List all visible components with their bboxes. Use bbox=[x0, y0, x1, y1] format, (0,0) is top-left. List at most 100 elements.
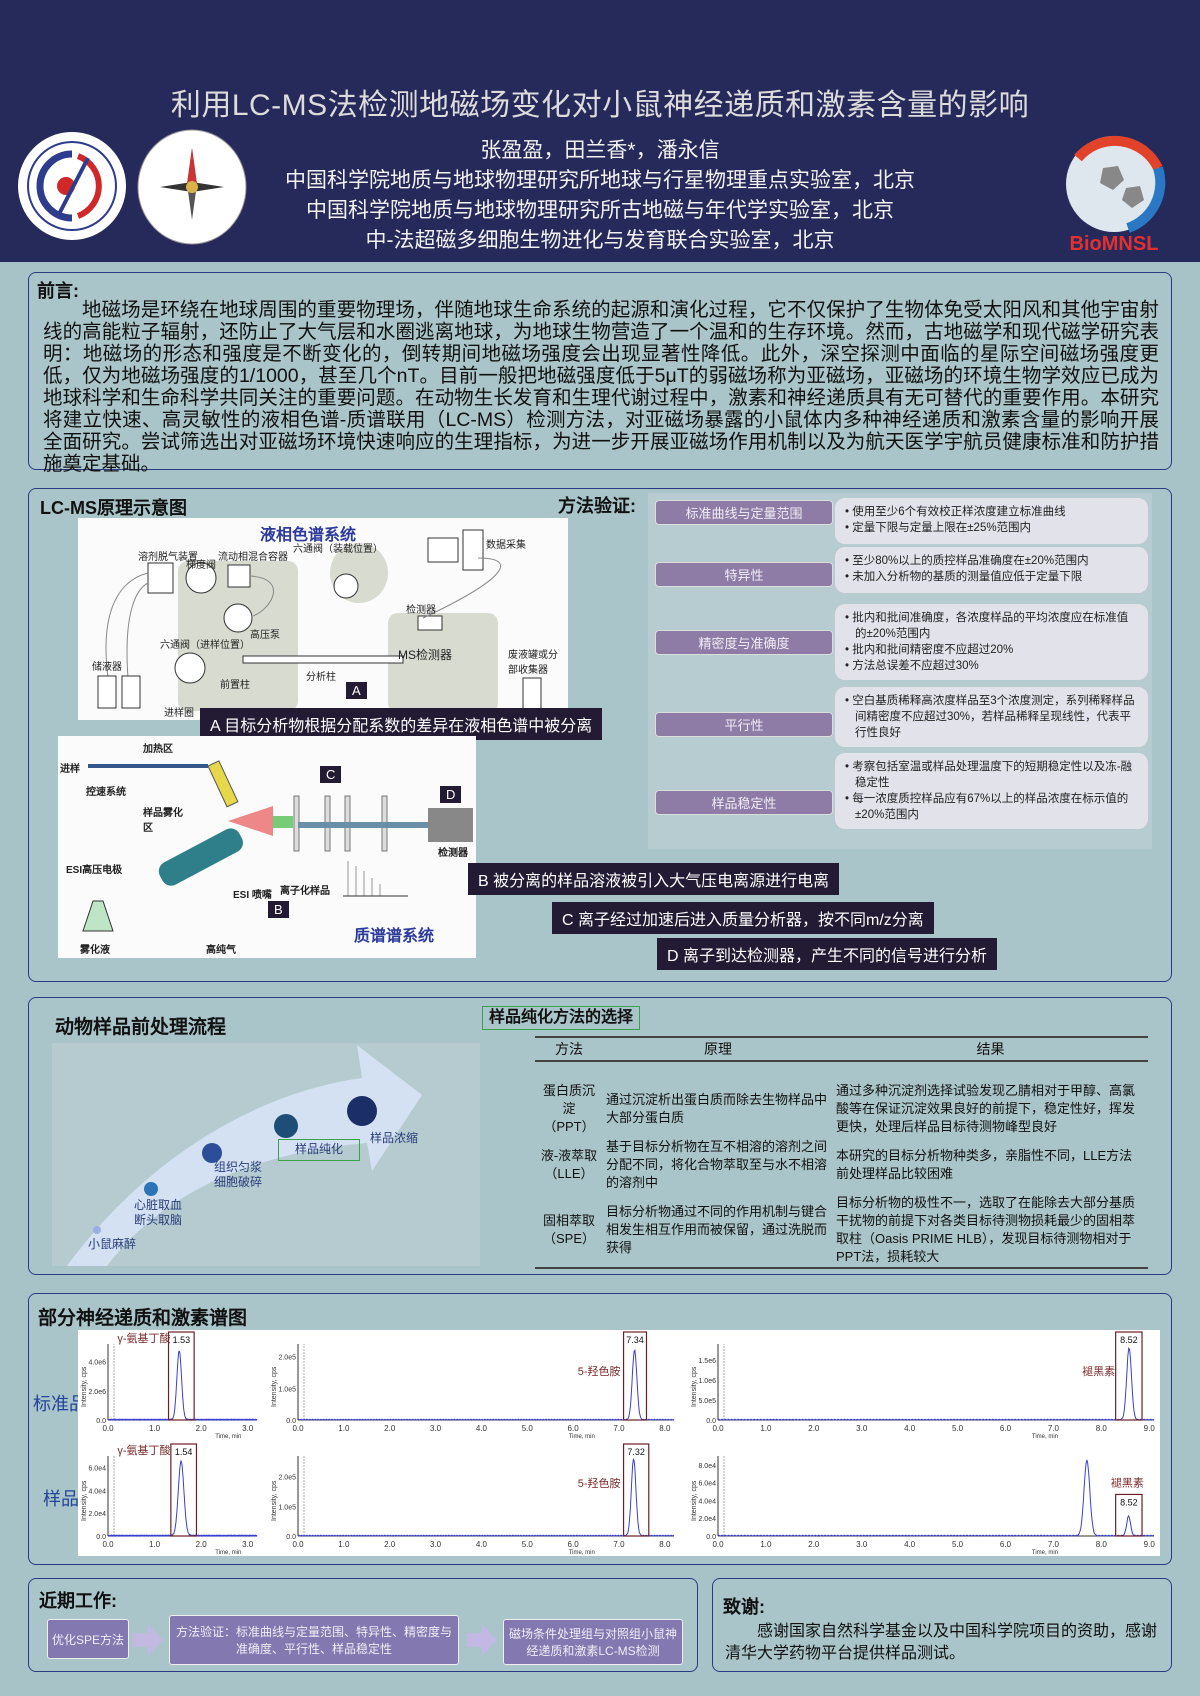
intro-heading: 前言: bbox=[37, 281, 79, 301]
flow-arrow-icon bbox=[67, 1045, 422, 1266]
ms-label: 高纯气 bbox=[206, 945, 236, 956]
tag-b: B bbox=[268, 901, 289, 918]
validation-label: 样品稳定性 bbox=[655, 790, 833, 815]
caption-a: A 目标分析物根据分配系数的差异在液相色谱中被分离 bbox=[200, 708, 603, 740]
y-tick-label: 2.0e6 bbox=[88, 1389, 106, 1396]
y-tick-label: 0.0 bbox=[706, 1418, 716, 1425]
x-tick-label: 7.0 bbox=[1048, 1540, 1060, 1549]
table-row: 蛋白质沉淀 （PPT） 通过沉淀析出蛋白质而除去生物样品中大部分蛋白质通过多种沉淀… bbox=[535, 1061, 1148, 1137]
chromatogram-trace bbox=[297, 1457, 675, 1537]
peak-highlight-box bbox=[170, 1443, 198, 1537]
x-tick-label: 6.0 bbox=[568, 1424, 580, 1433]
x-tick-label: 2.0 bbox=[196, 1424, 208, 1433]
criteria-item: 至少80%以上的质控样品准确度在±20%范围内 bbox=[845, 553, 1138, 569]
table-cell: 通过沉淀析出蛋白质而除去生物样品中大部分蛋白质 bbox=[606, 1092, 828, 1125]
validation-heading: 方法验证: bbox=[558, 496, 636, 516]
biomnsl-logo: BioMNSL bbox=[1066, 135, 1166, 255]
lc-label: 高压泵 bbox=[250, 630, 280, 641]
y-axis-label: Intensity, cps bbox=[81, 1366, 88, 1407]
validation-criteria: 批内和批间准确度，各浓度样品的平均浓度应在标准值的±20%范围内批内和批间精密度… bbox=[835, 604, 1148, 680]
pretreatment-heading: 动物样品前处理流程 bbox=[55, 1017, 227, 1038]
lc-label: MS检测器 bbox=[398, 648, 453, 662]
table-cell: 蛋白质沉淀 （PPT） bbox=[542, 1083, 595, 1134]
table-cell: 通过多种沉淀剂选择试验发现乙腈相对于甲醇、高氯酸等在保证沉淀效果良好的前提下，稳… bbox=[836, 1083, 1136, 1134]
validation-criteria: 空白基质稀释高浓度样品至3个浓度测定，系列稀释样品间精密度不应超过30%，若样品… bbox=[835, 687, 1148, 747]
criteria-item: 空白基质稀释高浓度样品至3个浓度测定，系列稀释样品间精密度不应超过30%，若样品… bbox=[845, 693, 1138, 741]
x-tick-label: 1.0 bbox=[149, 1424, 161, 1433]
x-tick-label: 1.0 bbox=[338, 1540, 350, 1549]
x-tick-label: 6.0 bbox=[568, 1540, 580, 1549]
x-axis-label: Time, min bbox=[215, 1434, 241, 1440]
future-step-2: 方法验证：标准曲线与定量范围、特异性、精密度与准确度、平行性、样品稳定性 bbox=[169, 1615, 459, 1665]
col-header: 原理 bbox=[603, 1036, 833, 1062]
x-tick-label: 1.0 bbox=[760, 1540, 772, 1549]
compound-name: γ-氨基丁酸 bbox=[117, 1331, 170, 1345]
x-tick-label: 0.0 bbox=[102, 1424, 114, 1433]
lc-label: 分析柱 bbox=[306, 672, 336, 683]
chromatogram-trace bbox=[107, 1350, 258, 1422]
validation-label: 特异性 bbox=[655, 562, 833, 587]
y-tick-label: 0.0 bbox=[286, 1418, 296, 1425]
x-tick-label: 7.0 bbox=[613, 1424, 625, 1433]
y-tick-label: 2.0e4 bbox=[698, 1516, 716, 1523]
y-tick-label: 2.0e5 bbox=[278, 1475, 296, 1482]
lc-label: 前置柱 bbox=[220, 680, 250, 691]
future-work-section: 近期工作: 优化SPE方法 方法验证：标准曲线与定量范围、特异性、精密度与准确度… bbox=[28, 1578, 698, 1672]
lc-label: 梯度阀 bbox=[186, 560, 216, 571]
validation-label: 精密度与准确度 bbox=[655, 630, 833, 655]
poster-title: 利用LC-MS法检测地磁场变化对小鼠神经递质和激素含量的影响 bbox=[170, 89, 1030, 122]
y-tick-label: 1.0e6 bbox=[698, 1378, 716, 1385]
lc-flow-lines bbox=[97, 529, 542, 711]
lc-label: 进样圈 bbox=[164, 708, 194, 719]
x-tick-label: 3.0 bbox=[430, 1540, 442, 1549]
retention-time-label: 7.34 bbox=[626, 1335, 644, 1345]
x-tick-label: 4.0 bbox=[476, 1424, 488, 1433]
ms-label: ESI高压电极 bbox=[66, 865, 123, 876]
retention-time-label: 8.52 bbox=[1120, 1335, 1138, 1345]
validation-criteria: 使用至少6个有效校正样浓度建立标准曲线定量下限与定量上限在±25%范围内 bbox=[835, 498, 1148, 544]
chromatogram-trace bbox=[297, 1349, 675, 1421]
lc-label: 流动相混合容器 bbox=[218, 552, 288, 563]
ms-label: 样品雾化区 bbox=[143, 808, 183, 834]
x-tick-label: 7.0 bbox=[613, 1540, 625, 1549]
paleomagnetism-lab-logo bbox=[137, 129, 247, 245]
lcms-heading: LC-MS原理示意图 bbox=[40, 498, 187, 518]
chromatogram-trace bbox=[107, 1459, 258, 1538]
ms-label: 加热区 bbox=[143, 744, 173, 755]
caption-b: B 被分离的样品溶液被引入大气压电离源进行电离 bbox=[468, 863, 840, 895]
ms-label: ESI 喷嘴 bbox=[233, 890, 272, 901]
table-cell: 基于目标分析物在互不相溶的溶剂之间分配不同，将化合物萃取至与水不相溶的溶剂中 bbox=[606, 1139, 828, 1190]
y-tick-label: 0.0 bbox=[96, 1534, 106, 1541]
x-tick-label: 2.0 bbox=[808, 1540, 820, 1549]
validation-label: 标准曲线与定量范围 bbox=[655, 500, 833, 525]
y-tick-label: 6.0e4 bbox=[88, 1465, 106, 1472]
criteria-item: 考察包括室温或样品处理温度下的短期稳定性以及冻-融稳定性 bbox=[845, 759, 1138, 791]
y-tick-label: 2.0e4 bbox=[88, 1511, 106, 1518]
x-tick-label: 5.0 bbox=[522, 1424, 534, 1433]
lc-label: 溶剂脱气装置 bbox=[138, 552, 198, 563]
ms-system-diagram: 加热区 进样 控速系统 样品雾化区 ESI高压电极 ESI 喷嘴 离子化样品 高… bbox=[58, 736, 476, 958]
criteria-item: 使用至少6个有效校正样浓度建立标准曲线 bbox=[845, 504, 1138, 520]
thanks-section: 致谢: 感谢国家自然科学基金以及中国科学院项目的资助，感谢清华大学药物平台提供样… bbox=[712, 1578, 1172, 1672]
x-axis-label: Time, min bbox=[1032, 1550, 1058, 1556]
retention-time-label: 7.32 bbox=[627, 1447, 645, 1457]
table-cell: 本研究的目标分析物种类多，亲脂性不同，LLE方法前处理样品比较困难 bbox=[836, 1148, 1133, 1181]
compound-name: 褪黑素 bbox=[1082, 1364, 1115, 1378]
x-axis-label: Time, min bbox=[1032, 1434, 1058, 1440]
table-cell: 目标分析物的极性不一，选取了在能除去大部分基质干扰物的前提下对各类目标待测物损耗… bbox=[836, 1195, 1136, 1264]
step-4: 样品纯化 bbox=[278, 1139, 360, 1161]
table-row: 固相萃取 （SPE）目标分析物通过不同的作用机制与键合相发生相互作用而被保留，通… bbox=[535, 1193, 1148, 1268]
authors: 张盈盈，田兰香*，潘永信 bbox=[480, 139, 720, 162]
retention-time-label: 1.54 bbox=[175, 1447, 193, 1457]
tag-a: A bbox=[346, 682, 367, 699]
compound-name: 5-羟色胺 bbox=[578, 1476, 621, 1490]
y-tick-label: 4.0e6 bbox=[88, 1360, 106, 1367]
step-3: 组织匀浆 细胞破碎 bbox=[214, 1160, 263, 1189]
x-tick-label: 5.0 bbox=[952, 1424, 964, 1433]
lc-label: 六通阀（进样位置） bbox=[160, 640, 250, 651]
x-tick-label: 3.0 bbox=[856, 1540, 868, 1549]
